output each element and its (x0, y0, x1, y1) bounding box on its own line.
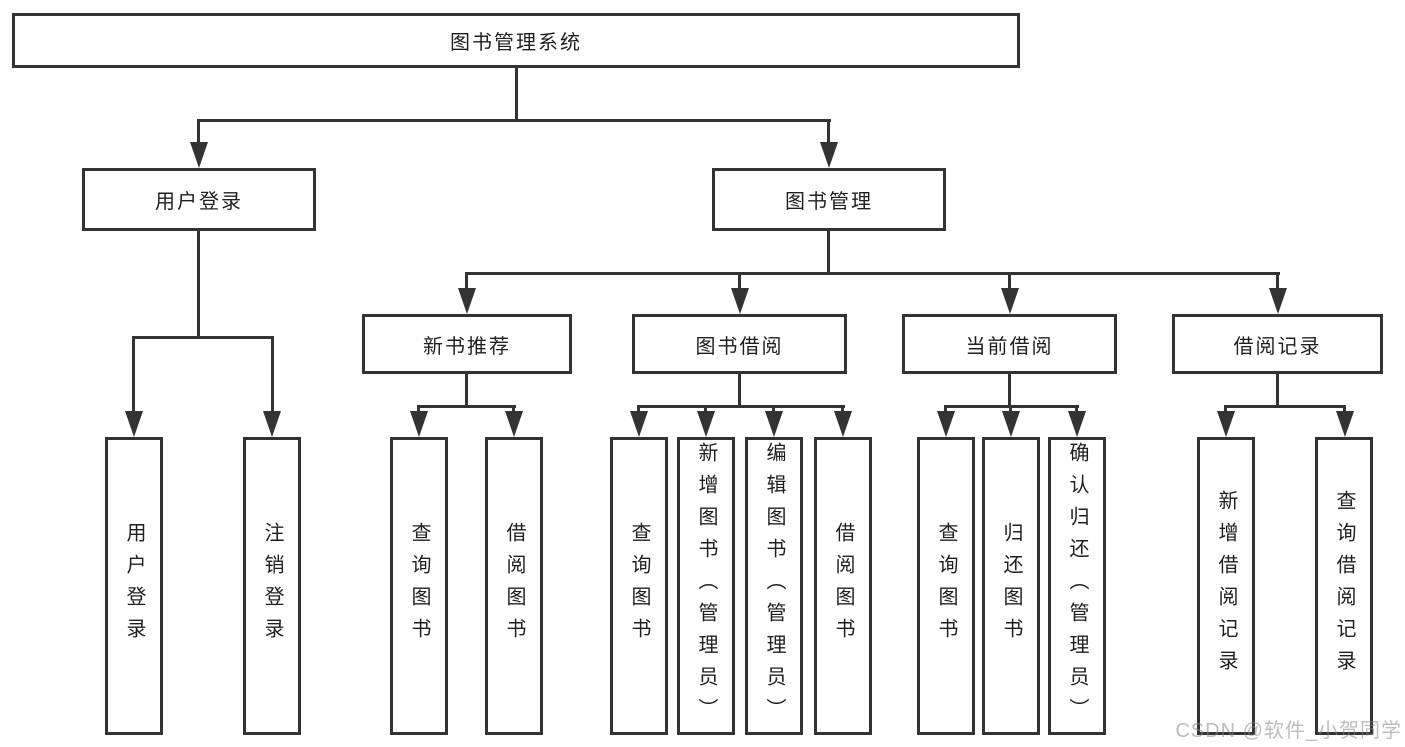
connector-line (1224, 405, 1346, 408)
node-leaf-newbook-query-label: 查询图书 (408, 522, 430, 650)
node-new-book-rec-label: 新书推荐 (423, 335, 511, 358)
node-leaf-borrow-add: 新增图书（管理员） (677, 437, 735, 735)
connector-line (197, 119, 200, 147)
connector-line (738, 372, 741, 408)
connector-line (417, 405, 516, 408)
node-book-borrow-label: 图书借阅 (695, 335, 784, 358)
arrow-down-icon (1217, 411, 1235, 437)
node-leaf-record-add-label: 新增借阅记录 (1215, 490, 1237, 682)
node-leaf-borrow-query: 查询图书 (610, 437, 668, 735)
connector-line (704, 405, 707, 415)
arrow-down-icon (834, 411, 852, 437)
node-current-borrow: 当前借阅 (902, 314, 1117, 374)
node-leaf-current-query-label: 查询图书 (935, 522, 957, 650)
arrow-down-icon (765, 411, 783, 437)
arrow-down-icon (697, 411, 715, 437)
node-leaf-borrow-query-label: 查询图书 (628, 522, 650, 650)
node-book-mgmt: 图书管理 (712, 168, 946, 231)
connector-line (1343, 405, 1346, 415)
connector-line (841, 405, 844, 415)
connector-line (515, 66, 518, 122)
node-leaf-logout-label: 注销登录 (261, 522, 283, 650)
watermark: CSDN @软件_小贺同学 (1175, 720, 1402, 742)
arrow-down-icon (190, 142, 208, 168)
connector-line (132, 336, 274, 339)
connector-line (465, 372, 468, 408)
connector-line (465, 272, 1280, 275)
node-leaf-newbook-borrow: 借阅图书 (485, 437, 543, 735)
arrow-down-icon (1269, 288, 1287, 314)
connector-line (271, 336, 274, 415)
node-leaf-record-query-label: 查询借阅记录 (1333, 490, 1355, 682)
connector-line (944, 405, 947, 415)
connector-line (1276, 372, 1279, 408)
arrow-down-icon (937, 411, 955, 437)
arrow-down-icon (731, 288, 749, 314)
node-leaf-record-query: 查询借阅记录 (1315, 437, 1373, 735)
connector-line (465, 272, 468, 292)
node-leaf-current-confirm-label: 确认归还（管理员） (1066, 442, 1088, 730)
arrow-down-icon (263, 411, 281, 437)
arrow-down-icon (1001, 288, 1019, 314)
arrow-down-icon (630, 411, 648, 437)
arrow-down-icon (820, 142, 838, 168)
connector-line (197, 229, 200, 339)
node-leaf-borrow-borrow-label: 借阅图书 (832, 522, 854, 650)
node-user-login-label: 用户登录 (155, 191, 243, 213)
node-new-book-rec: 新书推荐 (362, 314, 572, 374)
node-leaf-current-confirm: 确认归还（管理员） (1048, 437, 1106, 735)
arrow-down-icon (458, 288, 476, 314)
connector-line (738, 272, 741, 292)
node-leaf-current-return-label: 归还图书 (1000, 522, 1022, 650)
node-leaf-borrow-add-label: 新增图书（管理员） (695, 442, 717, 730)
node-leaf-record-add: 新增借阅记录 (1197, 437, 1255, 735)
node-leaf-newbook-query: 查询图书 (390, 437, 448, 735)
connector-line (1224, 405, 1227, 415)
connector-line (637, 405, 845, 408)
connector-line (197, 119, 831, 122)
node-root: 图书管理系统 (12, 13, 1020, 68)
connector-line (1008, 372, 1011, 408)
node-leaf-user-login-label: 用户登录 (123, 522, 145, 650)
node-leaf-logout: 注销登录 (243, 437, 301, 735)
connector-line (1009, 405, 1012, 415)
node-leaf-borrow-edit-label: 编辑图书（管理员） (763, 442, 785, 730)
connector-line (1276, 272, 1279, 292)
node-leaf-newbook-borrow-label: 借阅图书 (503, 522, 525, 650)
arrow-down-icon (1336, 411, 1354, 437)
node-leaf-current-query: 查询图书 (917, 437, 975, 735)
connector-line (417, 405, 420, 415)
node-book-borrow: 图书借阅 (632, 314, 847, 374)
node-leaf-borrow-borrow: 借阅图书 (814, 437, 872, 735)
arrow-down-icon (505, 411, 523, 437)
connector-line (132, 336, 135, 415)
arrow-down-icon (410, 411, 428, 437)
arrow-down-icon (1002, 411, 1020, 437)
node-root-label: 图书管理系统 (450, 32, 582, 54)
node-leaf-current-return: 归还图书 (982, 437, 1040, 735)
connector-line (1008, 272, 1011, 292)
node-user-login: 用户登录 (82, 168, 316, 231)
connector-line (637, 405, 640, 415)
arrow-down-icon (125, 411, 143, 437)
node-leaf-borrow-edit: 编辑图书（管理员） (745, 437, 803, 735)
node-leaf-user-login: 用户登录 (105, 437, 163, 735)
node-borrow-record: 借阅记录 (1172, 314, 1383, 374)
node-book-mgmt-label: 图书管理 (785, 191, 873, 213)
connector-line (772, 405, 775, 415)
connector-line (827, 229, 830, 275)
connector-line (827, 119, 830, 147)
connector-line (1075, 405, 1078, 415)
arrow-down-icon (1068, 411, 1086, 437)
node-borrow-record-label: 借阅记录 (1233, 335, 1322, 358)
node-current-borrow-label: 当前借阅 (965, 335, 1054, 358)
connector-line (512, 405, 515, 415)
